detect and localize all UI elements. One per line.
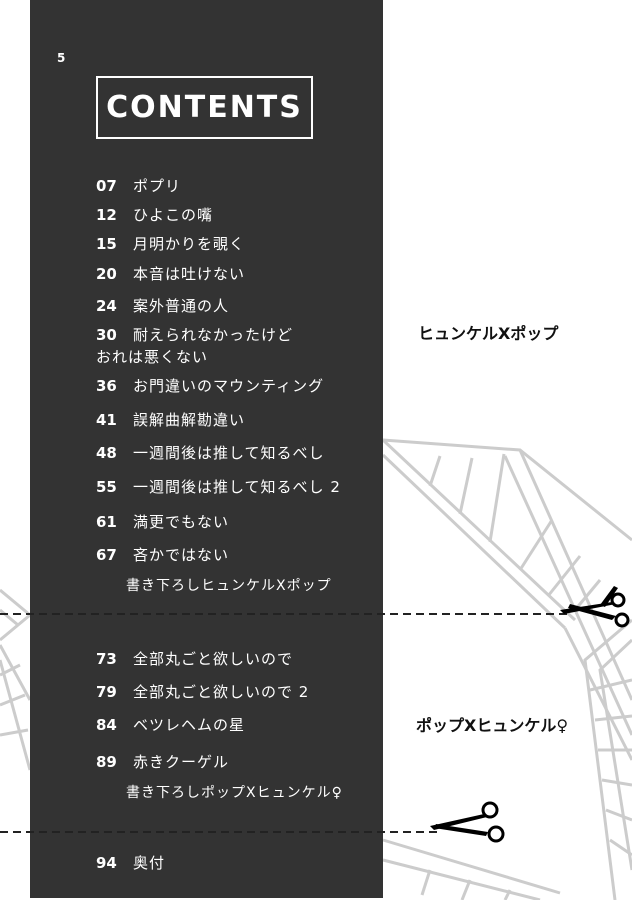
toc-sub-entry: 書き下ろしポップXヒュンケル♀ bbox=[126, 785, 343, 801]
ladder-line bbox=[382, 858, 541, 900]
toc-entry: 89 赤きクーゲル bbox=[96, 751, 229, 772]
toc-title: 全部丸ごと欲しいので bbox=[133, 650, 294, 668]
toc-entry: 24 案外普通の人 bbox=[96, 295, 229, 316]
toc-title: ベツレヘムの星 bbox=[133, 716, 246, 734]
toc-entry: 73 全部丸ごと欲しいので bbox=[96, 648, 293, 669]
ladder-line bbox=[381, 438, 577, 622]
scissors-icon bbox=[430, 801, 505, 843]
toc-page-number: 36 bbox=[96, 377, 117, 395]
page-number: 5 bbox=[57, 51, 66, 65]
section-label-2: ポップXヒュンケル♀ bbox=[416, 716, 569, 735]
ladder-line bbox=[583, 618, 632, 900]
toc-title: 耐えられなかったけど bbox=[133, 326, 294, 344]
toc-title: ひよこの嘴 bbox=[133, 206, 214, 224]
ladder-line bbox=[563, 627, 632, 761]
toc-title: 吝かではない bbox=[133, 546, 230, 564]
scissors-icon bbox=[560, 586, 630, 628]
toc-title: 満更でもない bbox=[133, 513, 230, 531]
toc-title: 誤解曲解勘違い bbox=[133, 411, 246, 429]
toc-entry: 48 一週間後は推して知るべし bbox=[96, 442, 325, 463]
ladder-line bbox=[382, 838, 561, 895]
toc-entry: 84 ベツレヘムの星 bbox=[96, 714, 245, 735]
toc-entry: 07 ポプリ bbox=[96, 175, 181, 196]
toc-sub-entry: 書き下ろしヒュンケルXポップ bbox=[126, 578, 332, 594]
toc-title: ポプリ bbox=[133, 177, 182, 195]
toc-entry: 30 耐えられなかったけど おれは悪くない bbox=[96, 324, 294, 366]
toc-page-number: 89 bbox=[96, 753, 117, 771]
toc-page-number: 07 bbox=[96, 177, 117, 195]
toc-page-number: 20 bbox=[96, 265, 117, 283]
ladder-line bbox=[381, 453, 567, 630]
toc-title: お門違いのマウンティング bbox=[133, 377, 325, 395]
toc-entry: 79 全部丸ごと欲しいので 2 bbox=[96, 681, 309, 702]
toc-title: 全部丸ごと欲しいので 2 bbox=[133, 683, 310, 701]
toc-page-number: 48 bbox=[96, 444, 117, 462]
toc-title: 奥付 bbox=[133, 854, 166, 872]
ladder-line bbox=[0, 659, 32, 771]
ladder-line bbox=[0, 644, 32, 701]
toc-title: 案外普通の人 bbox=[133, 297, 230, 315]
toc-page-number: 79 bbox=[96, 683, 117, 701]
toc-page-number: 73 bbox=[96, 650, 117, 668]
contents-title-box: CONTENTS bbox=[96, 76, 313, 139]
toc-title-continued: おれは悪くない bbox=[96, 348, 209, 366]
toc-page-number: 30 bbox=[96, 326, 117, 344]
toc-entry: 61 満更でもない bbox=[96, 511, 229, 532]
toc-page-number: 61 bbox=[96, 513, 117, 531]
ladder-line bbox=[598, 638, 632, 871]
toc-entry: 94 奥付 bbox=[96, 852, 165, 873]
toc-entry: 55 一週間後は推して知るべし 2 bbox=[96, 476, 341, 497]
toc-title: 本音は吐けない bbox=[133, 265, 246, 283]
toc-title: 月明かりを覗く bbox=[133, 235, 246, 253]
toc-page-number: 94 bbox=[96, 854, 117, 872]
section-label-1: ヒュンケルXポップ bbox=[418, 324, 559, 343]
toc-entry: 15 月明かりを覗く bbox=[96, 233, 245, 254]
ladder-line bbox=[503, 455, 632, 736]
toc-page-number: 24 bbox=[96, 297, 117, 315]
toc-page-number: 41 bbox=[96, 411, 117, 429]
toc-entry: 20 本音は吐けない bbox=[96, 263, 245, 284]
toc-entry: 67 吝かではない bbox=[96, 544, 229, 565]
toc-page-number: 55 bbox=[96, 478, 117, 496]
toc-entry: 41 誤解曲解勘違い bbox=[96, 409, 245, 430]
toc-page-number: 15 bbox=[96, 235, 117, 253]
toc-page-number: 12 bbox=[96, 206, 117, 224]
toc-title: 赤きクーゲル bbox=[133, 753, 230, 771]
toc-title: 一週間後は推して知るべし 2 bbox=[133, 478, 341, 496]
toc-page-number: 67 bbox=[96, 546, 117, 564]
page-title: CONTENTS bbox=[106, 90, 303, 125]
toc-entry: 36 お門違いのマウンティング bbox=[96, 375, 324, 396]
contents-panel bbox=[30, 0, 383, 898]
toc-page-number: 84 bbox=[96, 716, 117, 734]
toc-entry: 12 ひよこの嘴 bbox=[96, 204, 213, 225]
toc-title: 一週間後は推して知るべし bbox=[133, 444, 325, 462]
